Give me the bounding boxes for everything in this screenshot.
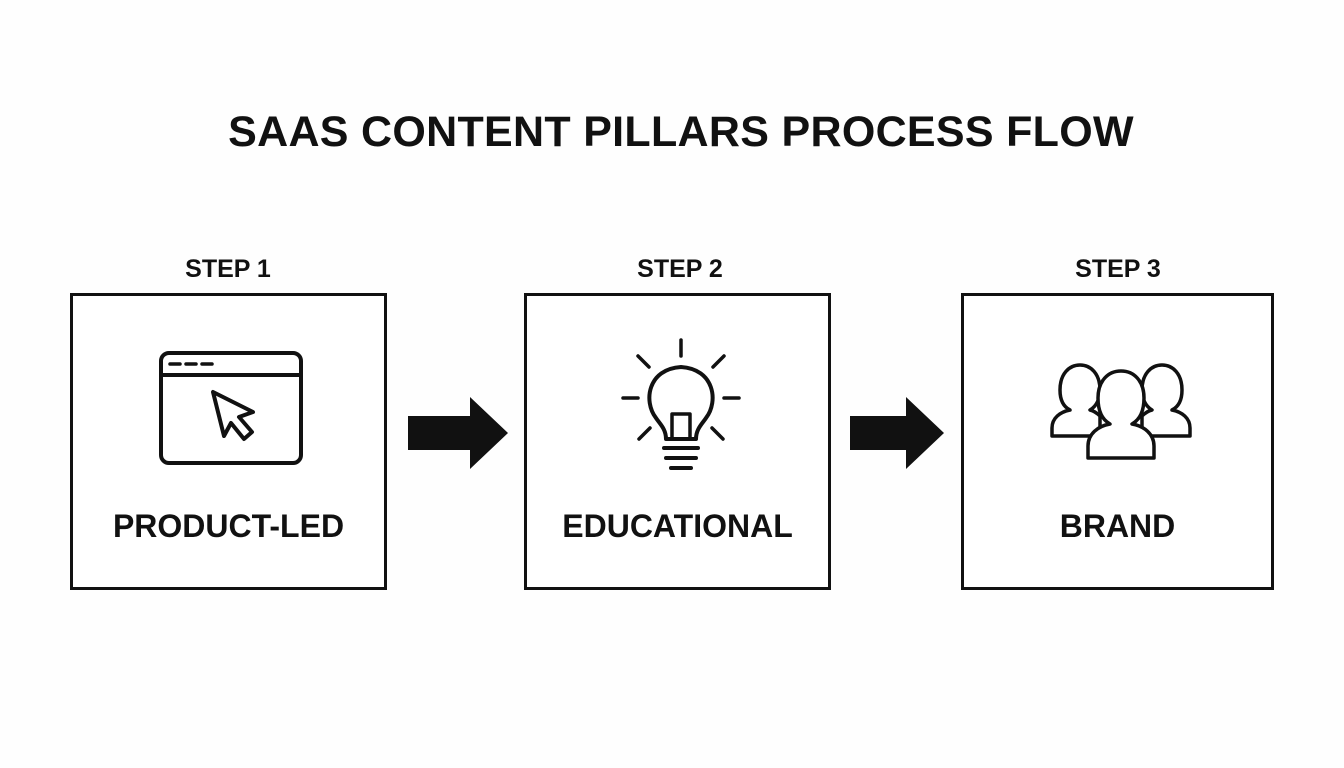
lightbulb-icon	[621, 338, 741, 470]
diagram-title: SAAS CONTENT PILLARS PROCESS FLOW	[228, 108, 1134, 156]
step-2-box: EDUCATIONAL	[524, 293, 831, 590]
arrow-right-icon	[850, 397, 944, 469]
step-2-label: STEP 2	[637, 255, 723, 283]
step-3-box: BRAND	[961, 293, 1274, 590]
browser-cursor-icon	[159, 351, 303, 465]
step-1-name: PRODUCT-LED	[112, 508, 345, 544]
step-1-label: STEP 1	[185, 255, 271, 283]
arrow-right-icon	[408, 397, 508, 469]
users-group-icon	[1050, 363, 1192, 460]
step-1-box: PRODUCT-LED	[70, 293, 387, 590]
step-3-label: STEP 3	[1075, 255, 1161, 283]
step-2-name: EDUCATIONAL	[562, 508, 793, 544]
step-3-name: BRAND	[1059, 508, 1176, 544]
